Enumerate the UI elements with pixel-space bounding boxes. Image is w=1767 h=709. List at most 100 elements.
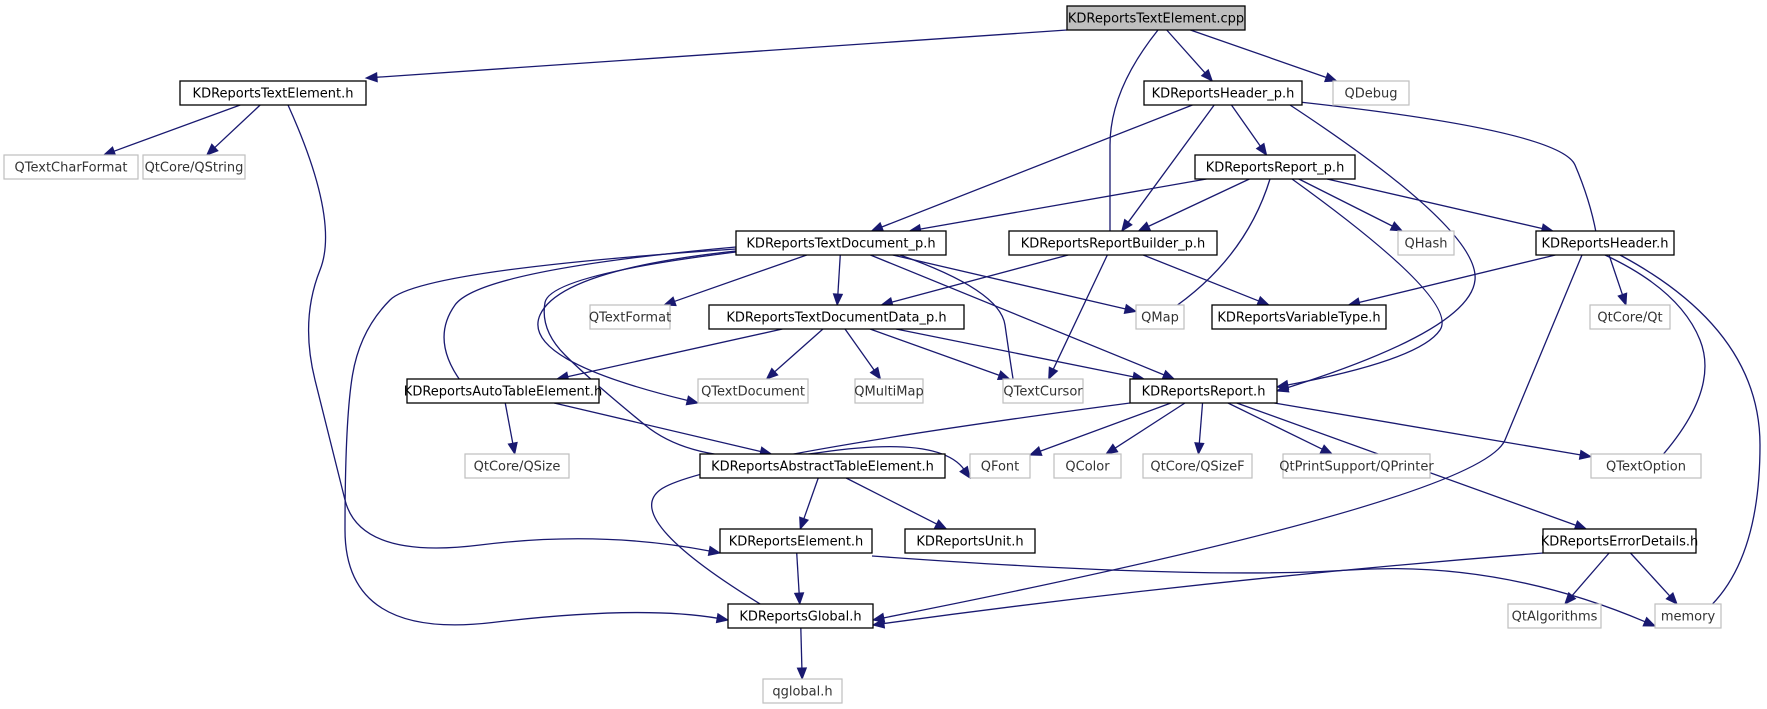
arrowhead-icon bbox=[685, 395, 700, 406]
node-abstracttable[interactable]: KDReportsAbstractTableElement.h bbox=[699, 453, 946, 479]
node-qtextcharformat: QTextCharFormat bbox=[3, 154, 139, 180]
node-box bbox=[1282, 453, 1431, 479]
node-label: KDReportsHeader_p.h bbox=[1152, 87, 1295, 102]
node-qtalgorithms: QtAlgorithms bbox=[1507, 603, 1602, 629]
edge-line bbox=[880, 104, 1193, 228]
edge-report-h-to-global-h bbox=[651, 402, 1131, 617]
arrowhead-icon bbox=[1573, 520, 1588, 531]
node-box bbox=[1589, 304, 1671, 330]
edge-abstracttable-to-unit-h bbox=[845, 477, 948, 530]
node-label: QTextFormat bbox=[589, 311, 671, 326]
edge-line bbox=[1190, 29, 1328, 79]
node-element-h[interactable]: KDReportsElement.h bbox=[719, 528, 873, 554]
node-textel-h[interactable]: KDReportsTextElement.h bbox=[179, 80, 367, 106]
node-qtextoption: QTextOption bbox=[1590, 453, 1702, 479]
node-label: KDReportsGlobal.h bbox=[739, 610, 861, 625]
node-cpp[interactable]: KDReportsTextElement.cpp bbox=[1066, 5, 1246, 31]
node-qdebug: QDebug bbox=[1332, 80, 1410, 106]
arrowhead-icon bbox=[1123, 303, 1138, 314]
edge-line bbox=[504, 402, 514, 445]
node-box bbox=[1194, 154, 1356, 180]
edge-textdoc-p-to-qtextdocument bbox=[537, 250, 737, 406]
edge-textdoc-p-to-qfont bbox=[543, 251, 971, 480]
edge-line bbox=[1619, 254, 1761, 610]
arrowhead-icon bbox=[1104, 443, 1119, 455]
node-autotable[interactable]: KDReportsAutoTableElement.h bbox=[404, 378, 602, 404]
node-label: KDReportsElement.h bbox=[729, 535, 864, 550]
edge-line bbox=[1629, 552, 1671, 598]
edge-header-p-to-textdoc-p bbox=[870, 104, 1193, 232]
edge-report-p-to-qhash bbox=[1298, 178, 1404, 232]
arrowhead-icon bbox=[1665, 591, 1678, 605]
node-global-h[interactable]: KDReportsGlobal.h bbox=[727, 603, 874, 629]
node-box bbox=[904, 528, 1036, 554]
arrowhead-icon bbox=[799, 516, 810, 531]
edge-report-h-to-qcolor bbox=[1104, 402, 1186, 455]
node-box bbox=[179, 80, 367, 106]
node-qmap: QMap bbox=[1135, 304, 1185, 330]
edge-report-h-to-qtextoption bbox=[1274, 402, 1593, 460]
arrowhead-icon bbox=[364, 71, 378, 83]
arrowhead-icon bbox=[796, 667, 808, 681]
edge-line bbox=[919, 178, 1207, 230]
edge-report-h-to-qsizef bbox=[1194, 402, 1205, 456]
arrowhead-icon bbox=[1048, 366, 1059, 381]
edge-line bbox=[870, 254, 1166, 376]
edge-line bbox=[1052, 254, 1108, 371]
edge-line bbox=[1570, 552, 1610, 597]
edge-line bbox=[882, 552, 1544, 625]
node-box bbox=[762, 678, 843, 704]
node-box bbox=[719, 528, 873, 554]
node-box bbox=[1211, 304, 1387, 330]
node-qtcore-qt: QtCore/Qt bbox=[1589, 304, 1671, 330]
node-box bbox=[1143, 80, 1303, 106]
node-label: QtCore/QString bbox=[145, 161, 244, 176]
node-box bbox=[969, 453, 1031, 479]
arrowhead-icon bbox=[870, 221, 885, 232]
node-textdocdata-p[interactable]: KDReportsTextDocumentData_p.h bbox=[708, 304, 965, 330]
node-label: KDReportsTextElement.h bbox=[193, 87, 354, 102]
arrowhead-icon bbox=[1137, 221, 1152, 232]
edge-line bbox=[1198, 402, 1204, 445]
edge-line bbox=[1608, 254, 1624, 296]
node-box bbox=[1066, 5, 1246, 31]
node-header-p[interactable]: KDReportsHeader_p.h bbox=[1143, 80, 1303, 106]
node-errordetails[interactable]: KDReportsErrorDetails.h bbox=[1541, 528, 1699, 554]
node-report-p[interactable]: KDReportsReport_p.h bbox=[1194, 154, 1356, 180]
edge-textdocdata-p-to-qmultimap bbox=[844, 328, 882, 381]
node-box bbox=[1507, 603, 1602, 629]
edge-textdoc-p-to-textdocdata-p bbox=[832, 254, 844, 307]
node-label: QHash bbox=[1405, 237, 1448, 252]
edge-line bbox=[892, 254, 1127, 310]
edge-textdocdata-p-to-qtextcursor bbox=[869, 328, 1011, 381]
edge-cpp-to-textel-h bbox=[364, 29, 1068, 83]
arrowhead-icon bbox=[1200, 68, 1214, 82]
node-builder-p[interactable]: KDReportsReportBuilder_p.h bbox=[1008, 230, 1218, 256]
node-textdoc-p[interactable]: KDReportsTextDocument_p.h bbox=[735, 230, 947, 256]
node-box bbox=[727, 603, 874, 629]
node-report-h[interactable]: KDReportsReport.h bbox=[1129, 378, 1278, 404]
edge-element-h-to-global-h bbox=[793, 552, 805, 606]
node-unit-h[interactable]: KDReportsUnit.h bbox=[904, 528, 1036, 554]
edge-line bbox=[1358, 254, 1556, 304]
arrowhead-icon bbox=[1028, 446, 1043, 456]
arrowhead-icon bbox=[1161, 369, 1176, 380]
node-box bbox=[1008, 230, 1218, 256]
edge-line bbox=[1114, 402, 1186, 450]
edge-report-p-to-report-h bbox=[1275, 178, 1443, 391]
edge-errordetails-to-qtalgorithms bbox=[1564, 552, 1610, 605]
arrowhead-icon bbox=[1564, 591, 1577, 605]
edge-line bbox=[1142, 254, 1260, 302]
arrowhead-icon bbox=[1121, 218, 1133, 233]
edge-textel-h-to-qstring bbox=[205, 104, 261, 156]
arrowhead-icon bbox=[933, 519, 948, 530]
node-header-h[interactable]: KDReportsHeader.h bbox=[1535, 230, 1675, 256]
arrowhead-icon bbox=[507, 441, 518, 456]
edge-header-p-to-builder-p bbox=[1121, 104, 1215, 233]
node-label: KDReportsTextDocument_p.h bbox=[746, 237, 935, 252]
node-qglobal: qglobal.h bbox=[762, 678, 843, 704]
edge-line bbox=[287, 104, 711, 552]
arrowhead-icon bbox=[871, 618, 886, 629]
node-vartype[interactable]: KDReportsVariableType.h bbox=[1211, 304, 1387, 330]
edge-line bbox=[895, 328, 1135, 378]
